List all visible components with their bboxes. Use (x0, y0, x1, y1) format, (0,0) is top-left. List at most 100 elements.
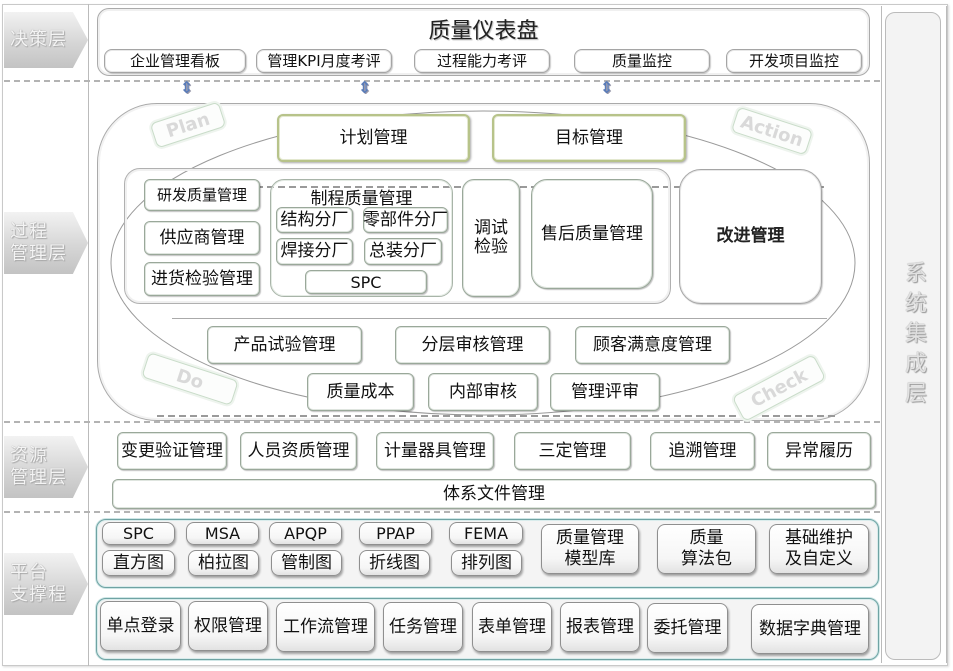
process-inner-group (124, 168, 671, 304)
supplier-label: 供应商管理 (159, 227, 245, 248)
system-document-box[interactable]: 体系文件管理 (112, 479, 876, 509)
chart-tool-box[interactable]: 直方图 (102, 550, 175, 576)
base-service-box[interactable]: 数据字典管理 (751, 604, 869, 654)
plant-box[interactable]: 零部件分厂 (363, 207, 448, 233)
dashboard-item[interactable]: 质量监控 (574, 49, 710, 73)
quality-algorithm-label: 质量 算法包 (681, 528, 732, 569)
goal-management-box[interactable]: 目标管理 (492, 114, 686, 162)
process-panel (97, 103, 870, 421)
base-service-box[interactable]: 委托管理 (647, 603, 728, 653)
dashboard-item-label: 开发项目监控 (748, 51, 839, 70)
chart-tool-box[interactable]: 排列图 (451, 550, 522, 576)
tool-label: APQP (284, 524, 327, 543)
layer-label-process: 过程 管理层 (4, 212, 88, 274)
layer-separator (4, 511, 880, 513)
base-service-box[interactable]: 任务管理 (383, 602, 463, 652)
dashboard-item-label: 过程能力考评 (436, 51, 527, 70)
layer-label-text: 资源 管理层 (10, 445, 67, 488)
base-service-box[interactable]: 报表管理 (560, 602, 640, 652)
chart-tool-box[interactable]: 折线图 (359, 550, 430, 576)
chart-tool-label: 直方图 (113, 552, 164, 573)
chart-tool-label: 排列图 (461, 552, 512, 573)
base-service-label: 数据字典管理 (759, 618, 861, 639)
plant-box[interactable]: 总装分厂 (364, 238, 442, 265)
basic-maintenance-box[interactable]: 基础维护 及自定义 (769, 524, 869, 574)
rd-quality-label: 研发质量管理 (156, 185, 247, 204)
management-review-label: 管理评审 (571, 381, 639, 402)
resource-item[interactable]: 追溯管理 (650, 432, 755, 470)
internal-audit-label: 内部审核 (449, 381, 517, 402)
improvement-box[interactable]: 改进管理 (679, 169, 822, 304)
management-review-box[interactable]: 管理评审 (550, 373, 660, 411)
debug-inspection-label: 调试 检验 (474, 218, 508, 257)
resource-item[interactable]: 人员资质管理 (240, 432, 357, 470)
base-service-label: 权限管理 (194, 615, 262, 636)
quality-cost-box[interactable]: 质量成本 (307, 373, 414, 411)
base-service-box[interactable]: 工作流管理 (276, 602, 375, 652)
mfg-quality-group[interactable]: 制程质量管理 (270, 179, 453, 297)
dashboard-item-label: 质量监控 (611, 51, 672, 70)
tool-box[interactable]: MSA (186, 522, 259, 545)
chart-tool-label: 折线图 (369, 552, 420, 573)
base-service-label: 表单管理 (478, 616, 546, 637)
quality-model-library-label: 质量管理 模型库 (556, 528, 624, 569)
double-arrow-updown-icon: ⇕ (600, 78, 614, 97)
dashboard-item-label: 企业管理看板 (129, 51, 220, 70)
layered-audit-box[interactable]: 分层审核管理 (395, 326, 550, 364)
spc-box[interactable]: SPC (305, 270, 427, 294)
product-test-box[interactable]: 产品试验管理 (207, 326, 362, 364)
resource-item-label: 人员资质管理 (247, 440, 350, 461)
tool-label: FEMA (463, 524, 509, 543)
layer-column-divider (88, 4, 89, 666)
plant-box[interactable]: 结构分厂 (276, 207, 353, 233)
customer-satisfaction-box[interactable]: 顾客满意度管理 (575, 326, 730, 364)
plan-management-box[interactable]: 计划管理 (277, 114, 470, 162)
mfg-quality-title: 制程质量管理 (310, 189, 413, 209)
rd-quality-box[interactable]: 研发质量管理 (144, 179, 260, 211)
plant-box[interactable]: 焊接分厂 (276, 238, 353, 265)
incoming-inspection-label: 进货检验管理 (151, 268, 253, 289)
resource-item-label: 三定管理 (538, 440, 607, 461)
quality-algorithm-box[interactable]: 质量 算法包 (657, 524, 756, 574)
base-service-label: 单点登录 (106, 615, 175, 636)
after-sales-box[interactable]: 售后质量管理 (531, 179, 653, 289)
quality-model-library-box[interactable]: 质量管理 模型库 (541, 524, 639, 574)
layer-label-text: 平台 支撑程 (10, 562, 67, 605)
dashboard-item[interactable]: 企业管理看板 (104, 49, 246, 73)
integration-layer[interactable]: 系统集成层 (885, 12, 941, 660)
debug-inspection-box[interactable]: 调试 检验 (462, 179, 520, 297)
base-service-label: 工作流管理 (283, 616, 368, 637)
base-service-box[interactable]: 表单管理 (472, 602, 552, 652)
incoming-inspection-box[interactable]: 进货检验管理 (144, 262, 260, 296)
product-test-label: 产品试验管理 (233, 334, 336, 355)
resource-item-label: 异常履历 (785, 440, 853, 461)
chart-tool-box[interactable]: 管制图 (271, 550, 342, 576)
plan-management-label: 计划管理 (339, 127, 408, 148)
plant-label: 总装分厂 (369, 241, 437, 261)
resource-item[interactable]: 计量器具管理 (376, 432, 494, 470)
resource-item-label: 计量器具管理 (384, 440, 486, 461)
chart-tool-box[interactable]: 柏拉图 (188, 550, 259, 576)
plant-label: 结构分厂 (280, 209, 349, 230)
layer-separator (4, 80, 880, 82)
dashboard-item[interactable]: 管理KPI月度考评 (256, 49, 392, 73)
dashboard-item[interactable]: 开发项目监控 (726, 49, 862, 73)
tool-box[interactable]: SPC (102, 522, 175, 545)
spc-label: SPC (350, 272, 382, 292)
layer-separator (4, 421, 880, 423)
supplier-box[interactable]: 供应商管理 (144, 221, 260, 255)
tool-box[interactable]: PPAP (359, 522, 432, 545)
resource-item[interactable]: 三定管理 (514, 432, 631, 470)
tool-box[interactable]: FEMA (449, 522, 523, 545)
resource-item[interactable]: 变更验证管理 (117, 432, 227, 470)
layer-label-platform: 平台 支撑程 (4, 553, 88, 615)
plant-label: 零部件分厂 (363, 209, 448, 230)
dashboard-item-label: 管理KPI月度考评 (267, 51, 381, 70)
tool-box[interactable]: APQP (269, 522, 342, 545)
internal-audit-box[interactable]: 内部审核 (428, 373, 538, 411)
resource-item[interactable]: 异常履历 (767, 432, 871, 470)
goal-management-label: 目标管理 (555, 127, 623, 148)
dashboard-item[interactable]: 过程能力考评 (414, 49, 550, 73)
base-service-box[interactable]: 单点登录 (100, 601, 181, 651)
base-service-box[interactable]: 权限管理 (188, 601, 268, 651)
